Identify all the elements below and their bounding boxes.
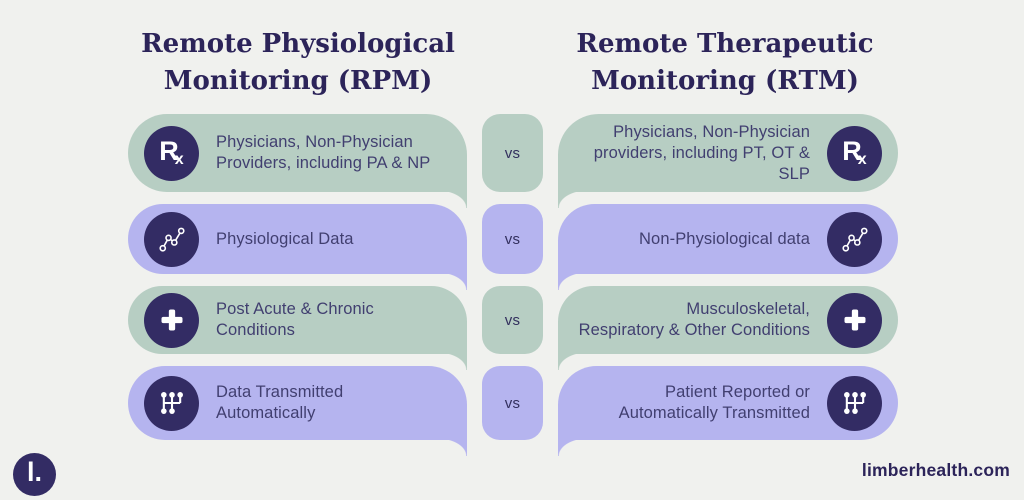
rpm-conditions-text: Post Acute & Chronic Conditions <box>216 300 374 339</box>
vs-label: vs <box>504 311 521 329</box>
rx-icon: R x <box>144 125 199 181</box>
rtm-data-text: Non-Physiological data <box>639 229 810 248</box>
vs-badge: vs <box>482 366 543 440</box>
rtm-providers-pill: Physicians, Non-Physician providers, inc… <box>558 114 898 208</box>
website-url: limberhealth.com <box>861 460 1010 480</box>
rtm-title: Remote Therapeutic Monitoring (RTM) <box>576 29 874 96</box>
gear-shift-icon <box>144 375 199 431</box>
rtm-providers-text: Physicians, Non-Physician providers, inc… <box>593 122 810 183</box>
vs-label: vs <box>504 230 521 248</box>
rtm-transmission-text: Patient Reported or Automatically Transm… <box>618 383 810 422</box>
rtm-conditions-text: Musculoskeletal, Respiratory & Other Con… <box>578 300 810 339</box>
rpm-data-text: Physiological Data <box>216 229 354 248</box>
rtm-conditions-pill: Musculoskeletal, Respiratory & Other Con… <box>558 286 898 370</box>
rtm-transmission-pill: Patient Reported or Automatically Transm… <box>558 366 898 456</box>
trend-chart-icon <box>827 211 882 267</box>
rpm-data-pill: Physiological Data <box>128 204 467 290</box>
rpm-providers-pill: R x Physicians, Non-Physician Providers,… <box>128 114 467 208</box>
rpm-conditions-pill: Post Acute & Chronic Conditions <box>128 286 467 370</box>
rpm-providers-text: Physicians, Non-Physician Providers, inc… <box>216 133 431 172</box>
limber-logo: l. <box>13 453 56 496</box>
medical-cross-icon <box>144 292 199 348</box>
rpm-title: Remote Physiological Monitoring (RPM) <box>141 29 455 96</box>
rpm-transmission-pill: Data Transmitted Automatically <box>128 366 467 456</box>
vs-label: vs <box>504 144 521 162</box>
rtm-data-pill: Non-Physiological data <box>558 204 898 290</box>
comparison-grid: R x Physicians, Non-Physician Providers,… <box>128 114 898 456</box>
vs-badge: vs <box>482 114 543 192</box>
vs-label: vs <box>504 394 521 412</box>
rx-icon: R x <box>827 125 882 181</box>
trend-chart-icon <box>144 211 199 267</box>
rpm-transmission-text: Data Transmitted Automatically <box>216 383 344 422</box>
medical-cross-icon <box>827 292 882 348</box>
gear-shift-icon <box>827 375 882 431</box>
vs-badge: vs <box>482 204 543 274</box>
vs-badge: vs <box>482 286 543 354</box>
limber-logo-glyph: l. <box>26 457 42 487</box>
